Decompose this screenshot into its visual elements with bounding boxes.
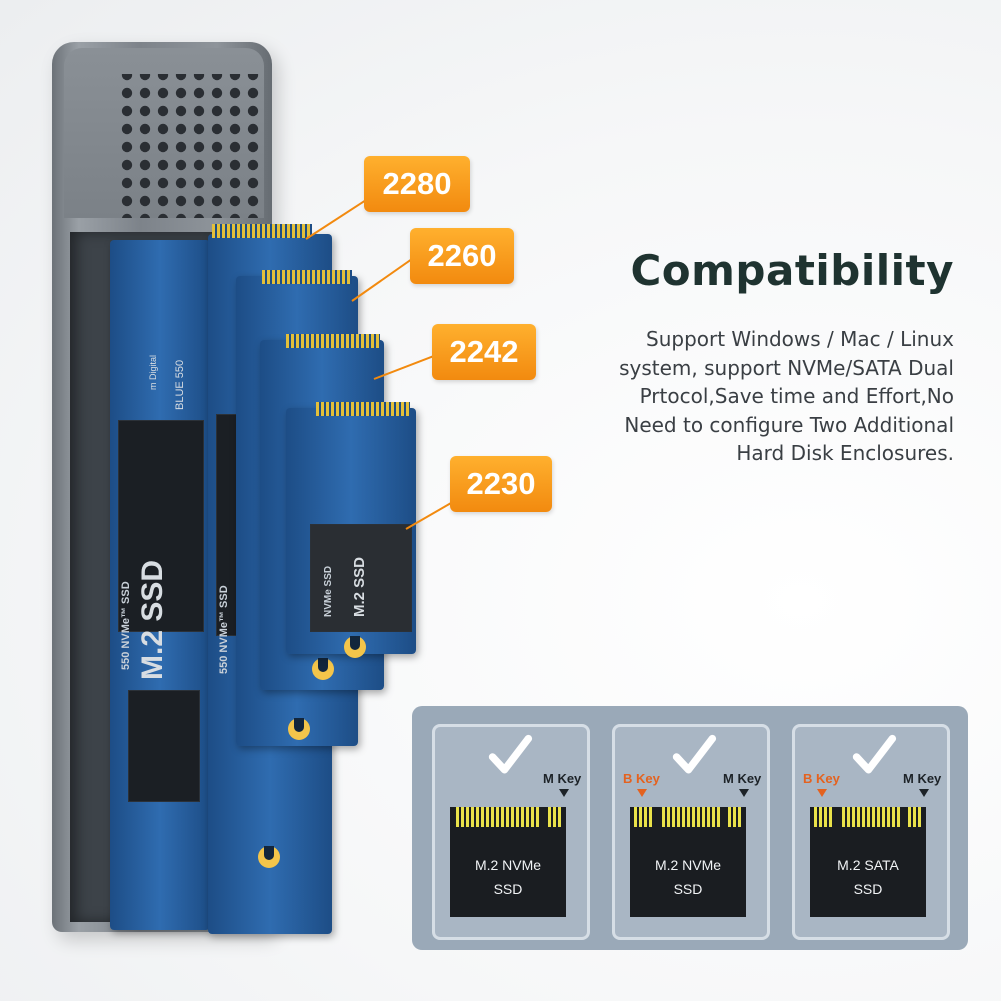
gold-fingers (212, 224, 312, 238)
vent-holes (120, 74, 320, 264)
connector-pins (662, 807, 720, 827)
b-key-label: B Key (803, 771, 840, 786)
m-key-label: M Key (903, 771, 942, 786)
gold-fingers (316, 402, 410, 416)
size-callout-2230: 2230 (450, 456, 552, 512)
ssd-board-left: M.2 SSD 550 NVMe™ SSD m Digital BLUE 550 (110, 240, 210, 930)
nand-chip (128, 690, 200, 802)
key-card-sata-bm: B Key M Key M.2 SATA SSD (792, 724, 950, 940)
ssd-type-label: M.2 NVMe (654, 857, 722, 873)
ssd-type-sub: SSD (853, 881, 883, 897)
connector-pins (842, 807, 900, 827)
board-series-small: NVMe SSD (323, 565, 334, 617)
m-key-arrow (739, 789, 749, 797)
description-line: system, support NVMe/SATA Dual (619, 355, 954, 380)
ssd-keying-diagram: M.2 NVMe SSD (630, 807, 746, 917)
mounting-notch (344, 636, 366, 658)
ssd-label-sticker: M.2 SSD NVMe SSD (310, 524, 412, 632)
connector-pins (456, 807, 540, 827)
connector-pins (548, 807, 562, 827)
enclosure-vent (64, 48, 320, 264)
m-key-label: M Key (723, 771, 762, 786)
m-key-arrow (559, 789, 569, 797)
mounting-notch (288, 718, 310, 740)
check-icon (488, 734, 533, 774)
ssd-type-sub: SSD (673, 881, 703, 897)
gold-fingers (262, 270, 352, 284)
board-title: M.2 SSD (136, 559, 169, 680)
key-card-nvme-bm: B Key M Key M.2 NVMe SSD (612, 724, 770, 940)
connector-pins (728, 807, 742, 827)
b-key-arrow (637, 789, 647, 797)
m-key-label: M Key (543, 771, 582, 786)
size-callout-2242: 2242 (432, 324, 536, 380)
b-key-label: B Key (623, 771, 660, 786)
check-icon (672, 734, 717, 774)
ssd-keying-diagram: M.2 NVMe SSD (450, 807, 566, 917)
description-line: Prtocol,Save time and Effort,No (639, 384, 954, 408)
description-line: Need to configure Two Additional (624, 412, 954, 437)
ssd-type-label: M.2 NVMe (474, 857, 542, 873)
gold-fingers (286, 334, 380, 348)
mounting-notch (258, 846, 280, 868)
description-line: Support Windows / Mac / Linux (646, 327, 954, 351)
board-model: BLUE 550 (174, 359, 186, 410)
ssd-board-2230: M.2 SSD NVMe SSD (286, 402, 416, 658)
m-key-arrow (919, 789, 929, 797)
board-series: 550 NVMe™ SSD (218, 585, 230, 674)
description-line: Hard Disk Enclosures. (736, 441, 954, 465)
ssd-type-sub: SSD (493, 881, 523, 897)
size-callout-2260: 2260 (410, 228, 514, 284)
connector-pins (634, 807, 654, 827)
check-icon (852, 734, 897, 774)
board-title-small: M.2 SSD (351, 556, 368, 617)
compatibility-heading: Compatibility (630, 246, 954, 295)
ssd-keying-diagram: M.2 SATA SSD (810, 807, 926, 917)
ssd-type-label: M.2 SATA (837, 857, 899, 873)
nand-chip (118, 420, 204, 632)
size-callout-2280: 2280 (364, 156, 470, 212)
key-card-nvme-m: M Key M.2 NVMe SSD (432, 724, 590, 940)
connector-pins (814, 807, 834, 827)
b-key-arrow (817, 789, 827, 797)
compatibility-description: Support Windows / Mac / Linux system, su… (540, 325, 954, 468)
board-series: 550 NVMe™ SSD (120, 581, 132, 670)
connector-pins (908, 807, 922, 827)
mounting-notch (312, 658, 334, 680)
board-brand: m Digital (148, 354, 158, 390)
